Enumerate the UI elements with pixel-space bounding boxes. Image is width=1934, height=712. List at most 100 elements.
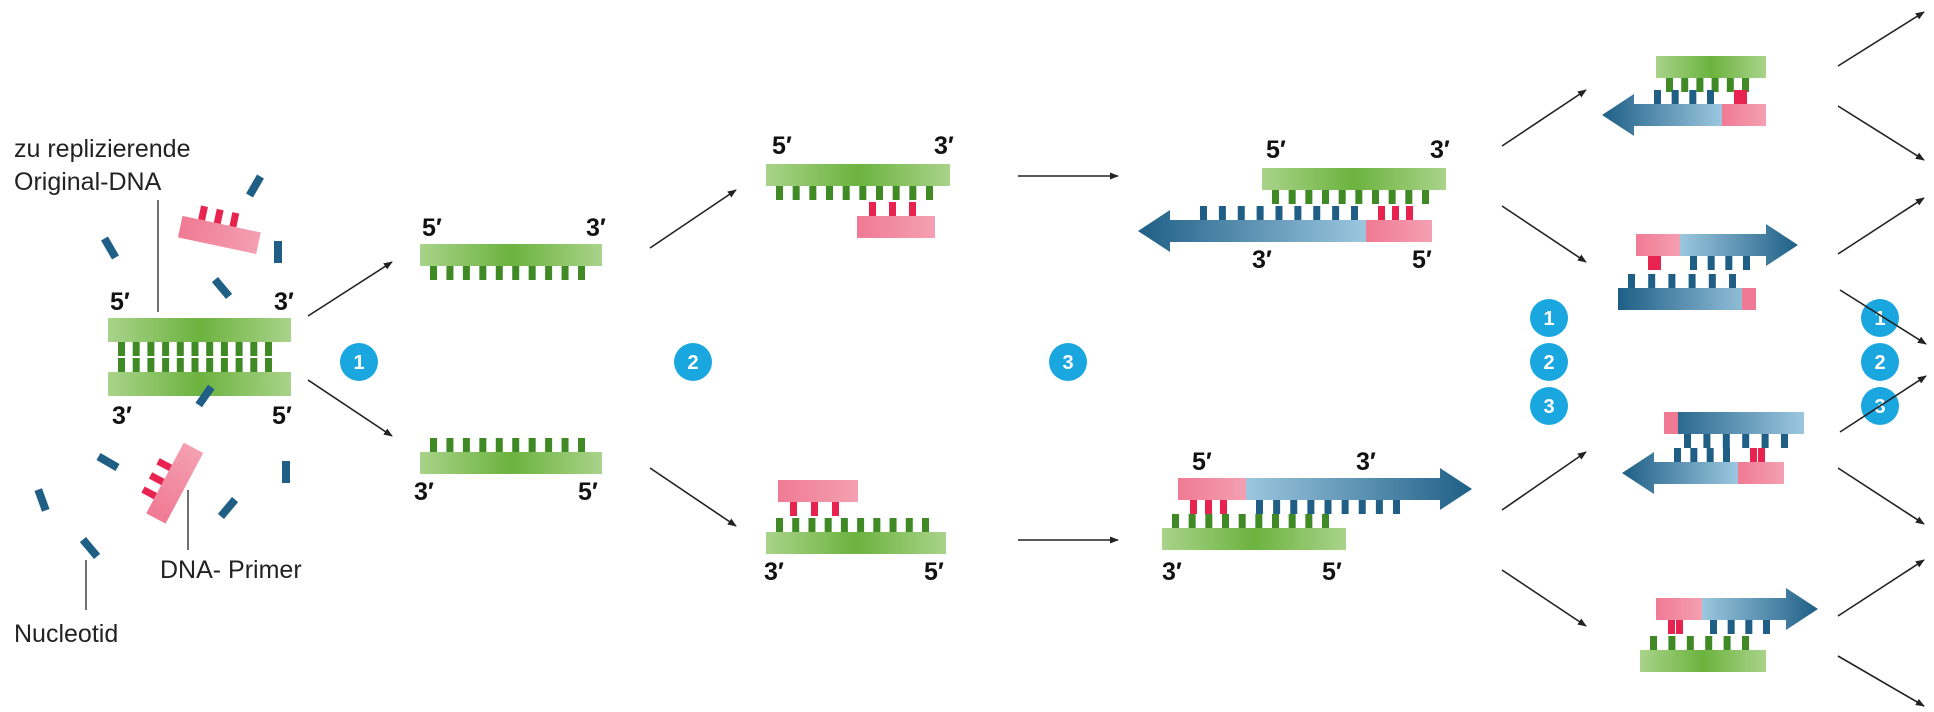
nucleotide <box>274 241 282 263</box>
original-dna-label-line2: Original-DNA <box>14 168 162 196</box>
original-dna-base <box>162 342 170 356</box>
new-strand-base <box>1294 206 1302 220</box>
new-strand-base <box>1781 434 1788 448</box>
new-strand-base <box>1722 434 1730 448</box>
new-strand-base <box>1723 448 1730 462</box>
five-prime-end-label: 5′ <box>1412 246 1432 274</box>
template-strand-base <box>495 438 503 452</box>
process-arrow <box>1837 467 1925 525</box>
template-strand-base <box>1422 190 1429 204</box>
template-strand-base <box>1711 78 1719 92</box>
process-arrow <box>1501 89 1587 147</box>
template-strand-base <box>859 186 867 200</box>
template-strand-base <box>1742 78 1749 92</box>
template-strand-base <box>826 186 833 200</box>
new-strand <box>1138 210 1366 252</box>
new-strand-base <box>1671 90 1679 104</box>
process-arrow <box>1839 289 1927 345</box>
process-arrow <box>1837 197 1925 255</box>
template-strand-base <box>462 438 470 452</box>
process-arrow <box>649 189 737 249</box>
template-strand <box>766 532 946 554</box>
new-strand-base <box>1668 274 1676 288</box>
new-strand <box>1664 412 1804 434</box>
original-dna-base <box>206 342 214 356</box>
primer <box>1722 104 1766 126</box>
template-strand-base <box>446 266 454 280</box>
nucleotide-label: Nucleotid <box>14 620 118 648</box>
primer <box>1738 462 1784 484</box>
five-prime-end-label: 5′ <box>110 288 130 316</box>
new-strand-base <box>1706 448 1714 462</box>
original-dna-base <box>132 358 140 372</box>
original-dna-base <box>191 358 199 372</box>
primer <box>1178 478 1246 500</box>
new-strand-base <box>1729 274 1736 288</box>
new-strand-base <box>1307 500 1315 514</box>
step-badge-1-number: 1 <box>1543 308 1554 330</box>
new-strand-base <box>1237 206 1245 220</box>
primer-base <box>889 202 896 216</box>
template-strand-base <box>528 438 536 452</box>
template-strand-base <box>1405 190 1413 204</box>
template-strand-base <box>905 518 913 532</box>
new-strand-base <box>1703 434 1711 448</box>
template-strand <box>420 244 602 266</box>
step-badge-1 <box>340 343 378 381</box>
template-strand-base <box>776 518 783 532</box>
primer-base <box>811 502 818 516</box>
template-strand-base <box>545 438 553 452</box>
template-strand-base <box>578 438 585 452</box>
template-strand-base <box>1322 514 1329 528</box>
template-strand <box>420 452 602 474</box>
process-arrow <box>1501 451 1587 511</box>
primer-base <box>832 502 839 516</box>
original-dna-base <box>250 342 258 356</box>
nucleotide <box>101 236 119 260</box>
step-badge-3-number: 3 <box>1874 396 1885 418</box>
new-strand-base <box>1742 434 1750 448</box>
nucleotide <box>34 488 50 512</box>
original-dna-base <box>162 358 170 372</box>
step-badge-2-number: 2 <box>687 352 698 374</box>
template-strand-base <box>512 438 520 452</box>
primer-base <box>1190 500 1197 514</box>
template-strand-base <box>1650 636 1657 650</box>
new-strand-base <box>1745 620 1753 634</box>
new-strand-base <box>1290 500 1298 514</box>
new-strand-base <box>1688 274 1696 288</box>
template-strand-base <box>1372 190 1379 204</box>
template-strand-base <box>1288 190 1296 204</box>
five-prime-end-label: 5′ <box>772 132 792 160</box>
new-strand-base <box>1761 434 1769 448</box>
new-strand-base <box>1725 256 1733 270</box>
template-strand <box>1656 56 1766 78</box>
new-strand-base <box>1690 256 1697 270</box>
primer-floating-base <box>148 472 165 486</box>
original-dna-base <box>191 342 199 356</box>
five-prime-end-label: 5′ <box>1266 136 1286 164</box>
new-strand-base <box>1707 90 1714 104</box>
template-strand-base <box>1172 514 1179 528</box>
template-strand-base <box>1338 190 1346 204</box>
template-strand-base <box>1222 514 1229 528</box>
template-strand-base <box>446 438 454 452</box>
template-strand-base <box>430 266 437 280</box>
template-strand-base <box>1288 514 1296 528</box>
nucleotide <box>282 461 290 483</box>
primer-base <box>1205 500 1212 514</box>
template-strand-base <box>876 186 883 200</box>
new-strand-base <box>1313 206 1321 220</box>
original-dna-base <box>220 358 228 372</box>
three-prime-end-label: 3′ <box>934 132 954 160</box>
template-strand-base <box>561 266 569 280</box>
step-badge-3-number: 3 <box>1062 352 1073 374</box>
step-badge-3 <box>1530 387 1568 425</box>
original-dna-strand-bottom <box>108 372 291 396</box>
new-strand-base <box>1727 620 1735 634</box>
primer-base <box>1734 90 1741 104</box>
primer-base <box>1758 448 1765 462</box>
primer-base <box>1740 90 1747 104</box>
step-badge-1-number: 1 <box>353 352 364 374</box>
new-strand-base <box>1684 434 1691 448</box>
